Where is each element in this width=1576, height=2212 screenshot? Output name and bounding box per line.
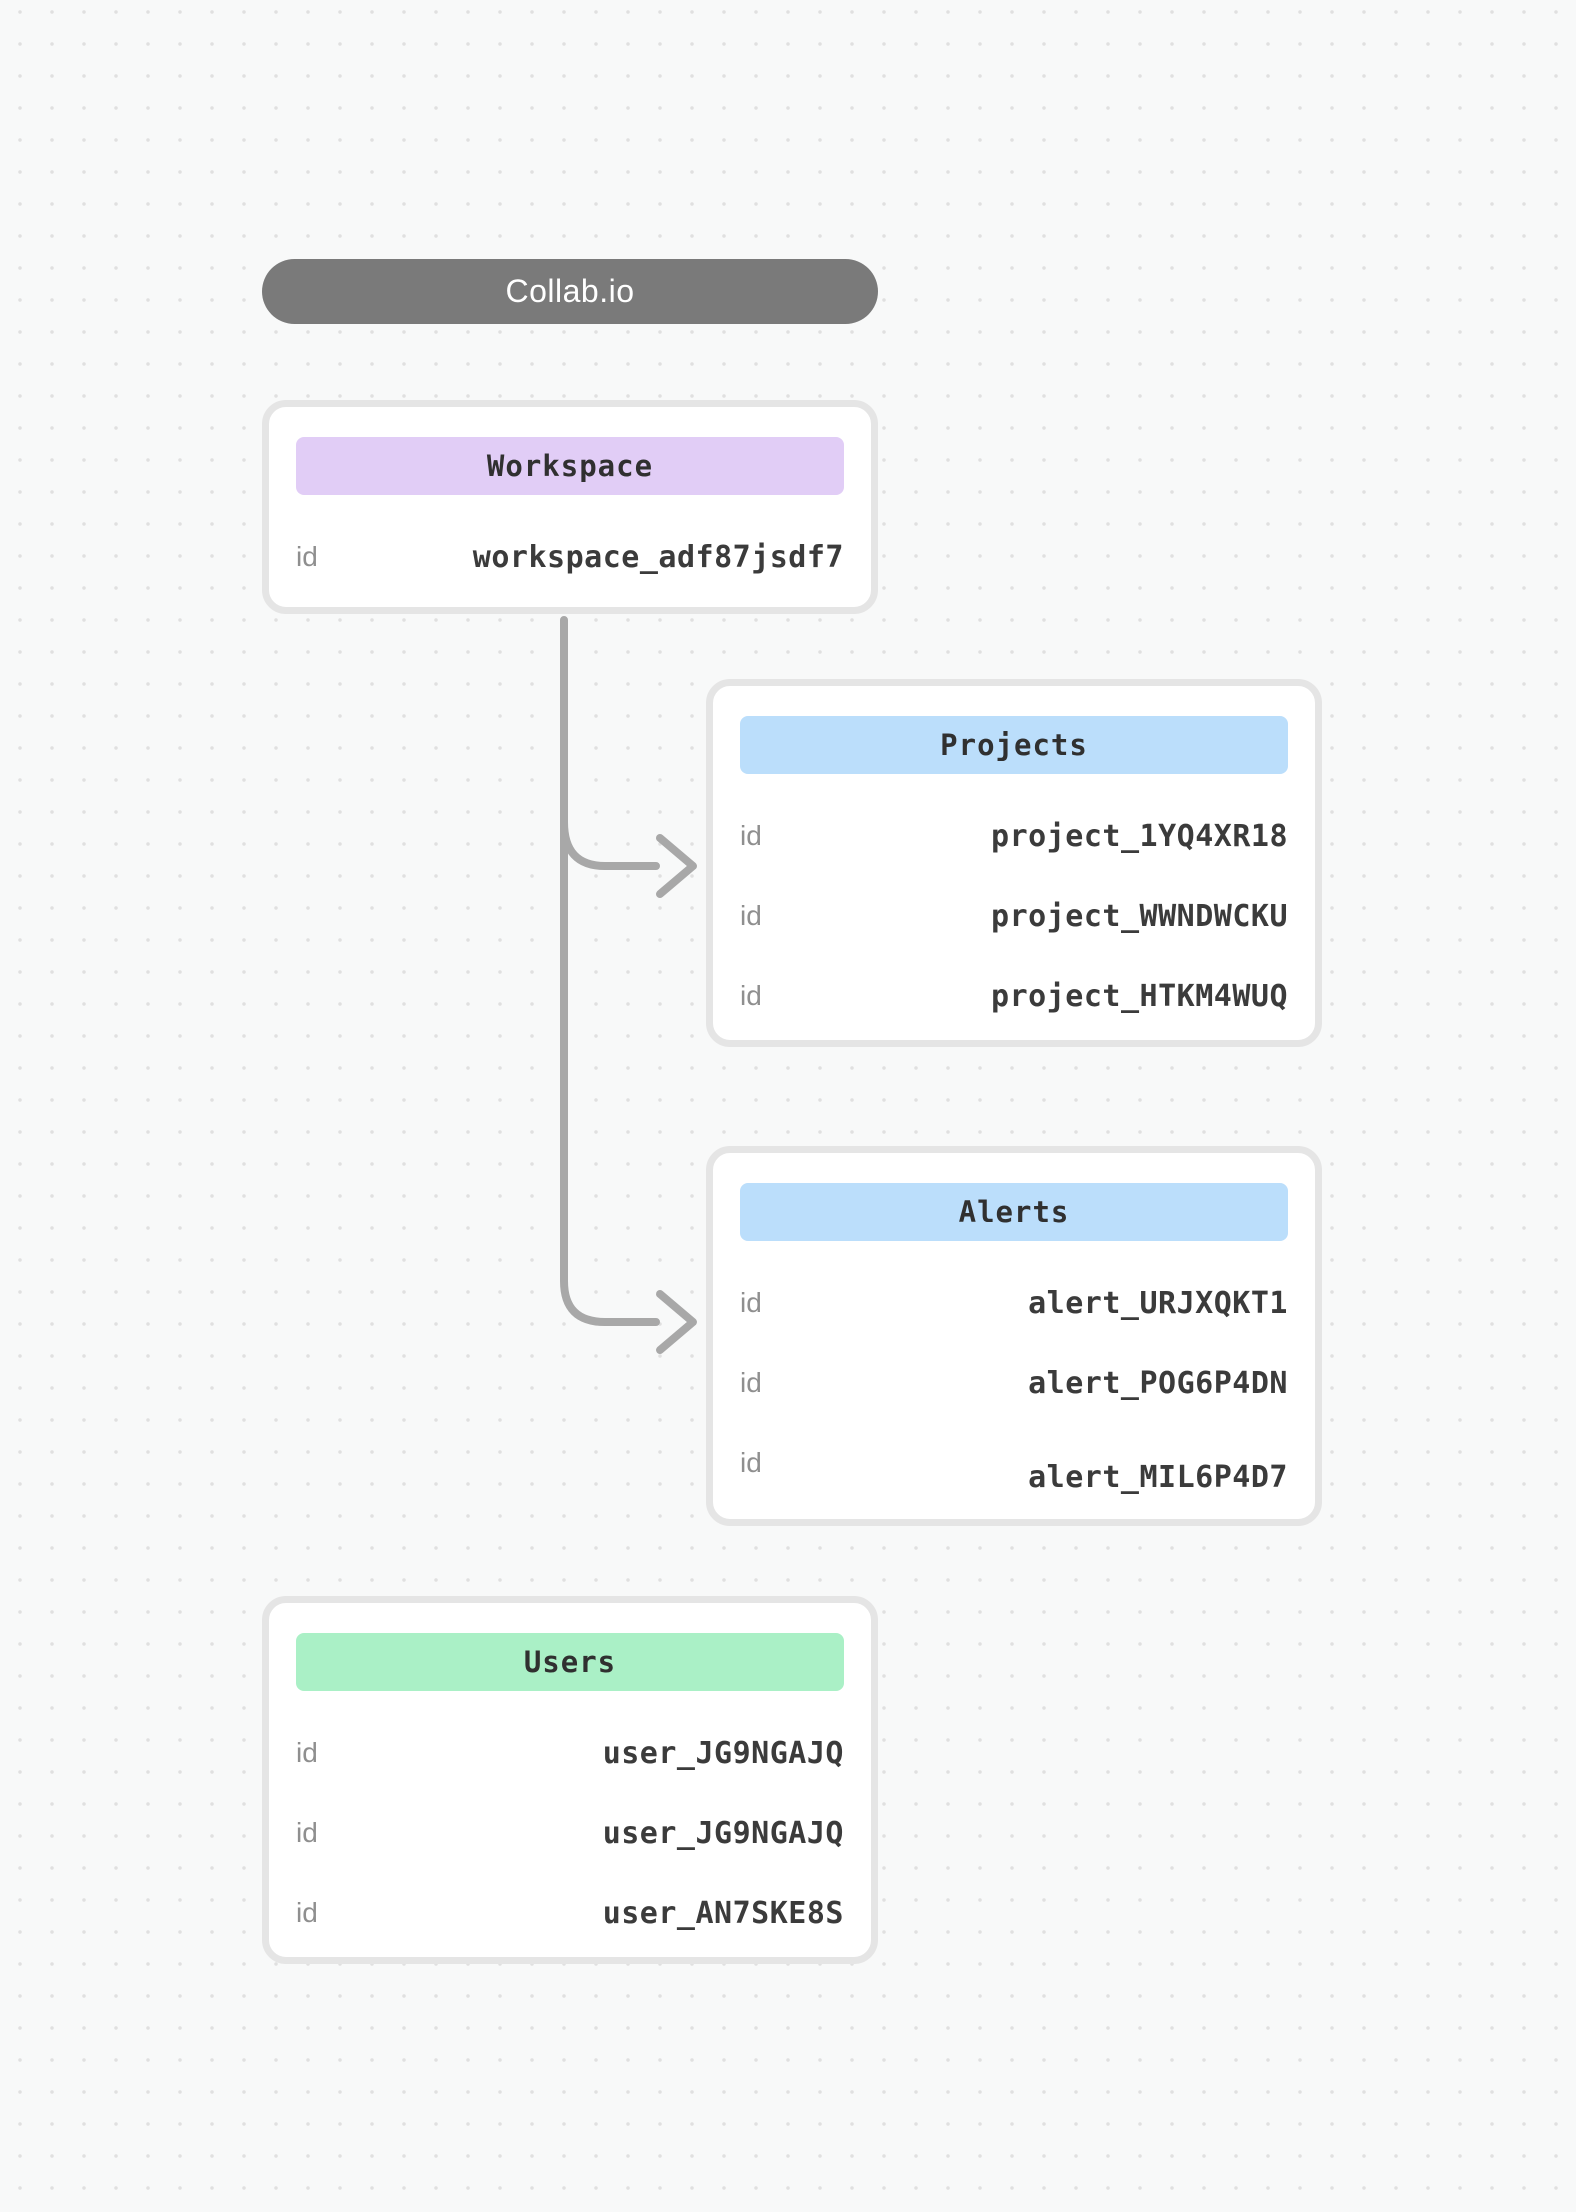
row-key: id xyxy=(296,1817,318,1848)
workspace-card[interactable]: Workspace id workspace_adf87jsdf7 xyxy=(262,400,878,614)
row-key: id xyxy=(740,1367,762,1398)
row-value: alert_MIL6P4D7 xyxy=(1028,1459,1288,1495)
alerts-card-title: Alerts xyxy=(958,1195,1070,1229)
row-value: user_JG9NGAJQ xyxy=(602,1815,844,1851)
row-value: alert_URJXQKT1 xyxy=(1028,1285,1288,1321)
table-row: id user_JG9NGAJQ xyxy=(296,1725,844,1781)
table-row: id user_AN7SKE8S xyxy=(296,1885,844,1941)
users-card-title: Users xyxy=(523,1645,617,1679)
row-key: id xyxy=(740,980,762,1011)
projects-arrowhead-icon xyxy=(656,834,697,898)
workspace-trunk-and-alerts-arrow xyxy=(560,616,660,1326)
users-card[interactable]: Users id user_JG9NGAJQ id user_JG9NGAJQ … xyxy=(262,1596,878,1964)
table-row: id workspace_adf87jsdf7 xyxy=(296,529,844,585)
table-row: id alert_POG6P4DN xyxy=(740,1355,1288,1411)
row-value: user_JG9NGAJQ xyxy=(602,1735,844,1771)
row-key: id xyxy=(740,1287,762,1318)
workspace-card-title: Workspace xyxy=(486,449,654,483)
table-row: id alert_MIL6P4D7 xyxy=(740,1435,1288,1495)
row-key: id xyxy=(740,820,762,851)
table-row: id user_JG9NGAJQ xyxy=(296,1805,844,1861)
workspace-rows: id workspace_adf87jsdf7 xyxy=(296,529,844,585)
alerts-card[interactable]: Alerts id alert_URJXQKT1 id alert_POG6P4… xyxy=(706,1146,1322,1526)
alerts-card-header: Alerts xyxy=(740,1183,1288,1241)
projects-rows: id project_1YQ4XR18 id project_WWNDWCKU … xyxy=(740,808,1288,1024)
row-value: user_AN7SKE8S xyxy=(602,1895,844,1931)
row-key: id xyxy=(740,900,762,931)
row-key: id xyxy=(296,1737,318,1768)
row-value: alert_POG6P4DN xyxy=(1028,1365,1288,1401)
row-value: project_WWNDWCKU xyxy=(991,898,1288,934)
projects-card-header: Projects xyxy=(740,716,1288,774)
users-card-header: Users xyxy=(296,1633,844,1691)
collabio-banner[interactable]: Collab.io xyxy=(262,259,878,324)
projects-card[interactable]: Projects id project_1YQ4XR18 id project_… xyxy=(706,679,1322,1047)
table-row: id project_WWNDWCKU xyxy=(740,888,1288,944)
collabio-banner-label: Collab.io xyxy=(505,273,635,309)
table-row: id project_HTKM4WUQ xyxy=(740,968,1288,1024)
alerts-rows: id alert_URJXQKT1 id alert_POG6P4DN id a… xyxy=(740,1275,1288,1495)
table-row: id alert_URJXQKT1 xyxy=(740,1275,1288,1331)
workspace-projects-branch xyxy=(560,818,660,870)
table-row: id project_1YQ4XR18 xyxy=(740,808,1288,864)
row-value: workspace_adf87jsdf7 xyxy=(472,539,844,575)
workspace-card-header: Workspace xyxy=(296,437,844,495)
row-value: project_1YQ4XR18 xyxy=(991,818,1288,854)
row-key: id xyxy=(296,541,318,572)
projects-card-title: Projects xyxy=(940,728,1088,762)
alerts-arrowhead-icon xyxy=(656,1290,697,1354)
row-key: id xyxy=(296,1897,318,1928)
row-value: project_HTKM4WUQ xyxy=(991,978,1288,1014)
users-rows: id user_JG9NGAJQ id user_JG9NGAJQ id use… xyxy=(296,1725,844,1941)
row-key: id xyxy=(740,1447,762,1478)
